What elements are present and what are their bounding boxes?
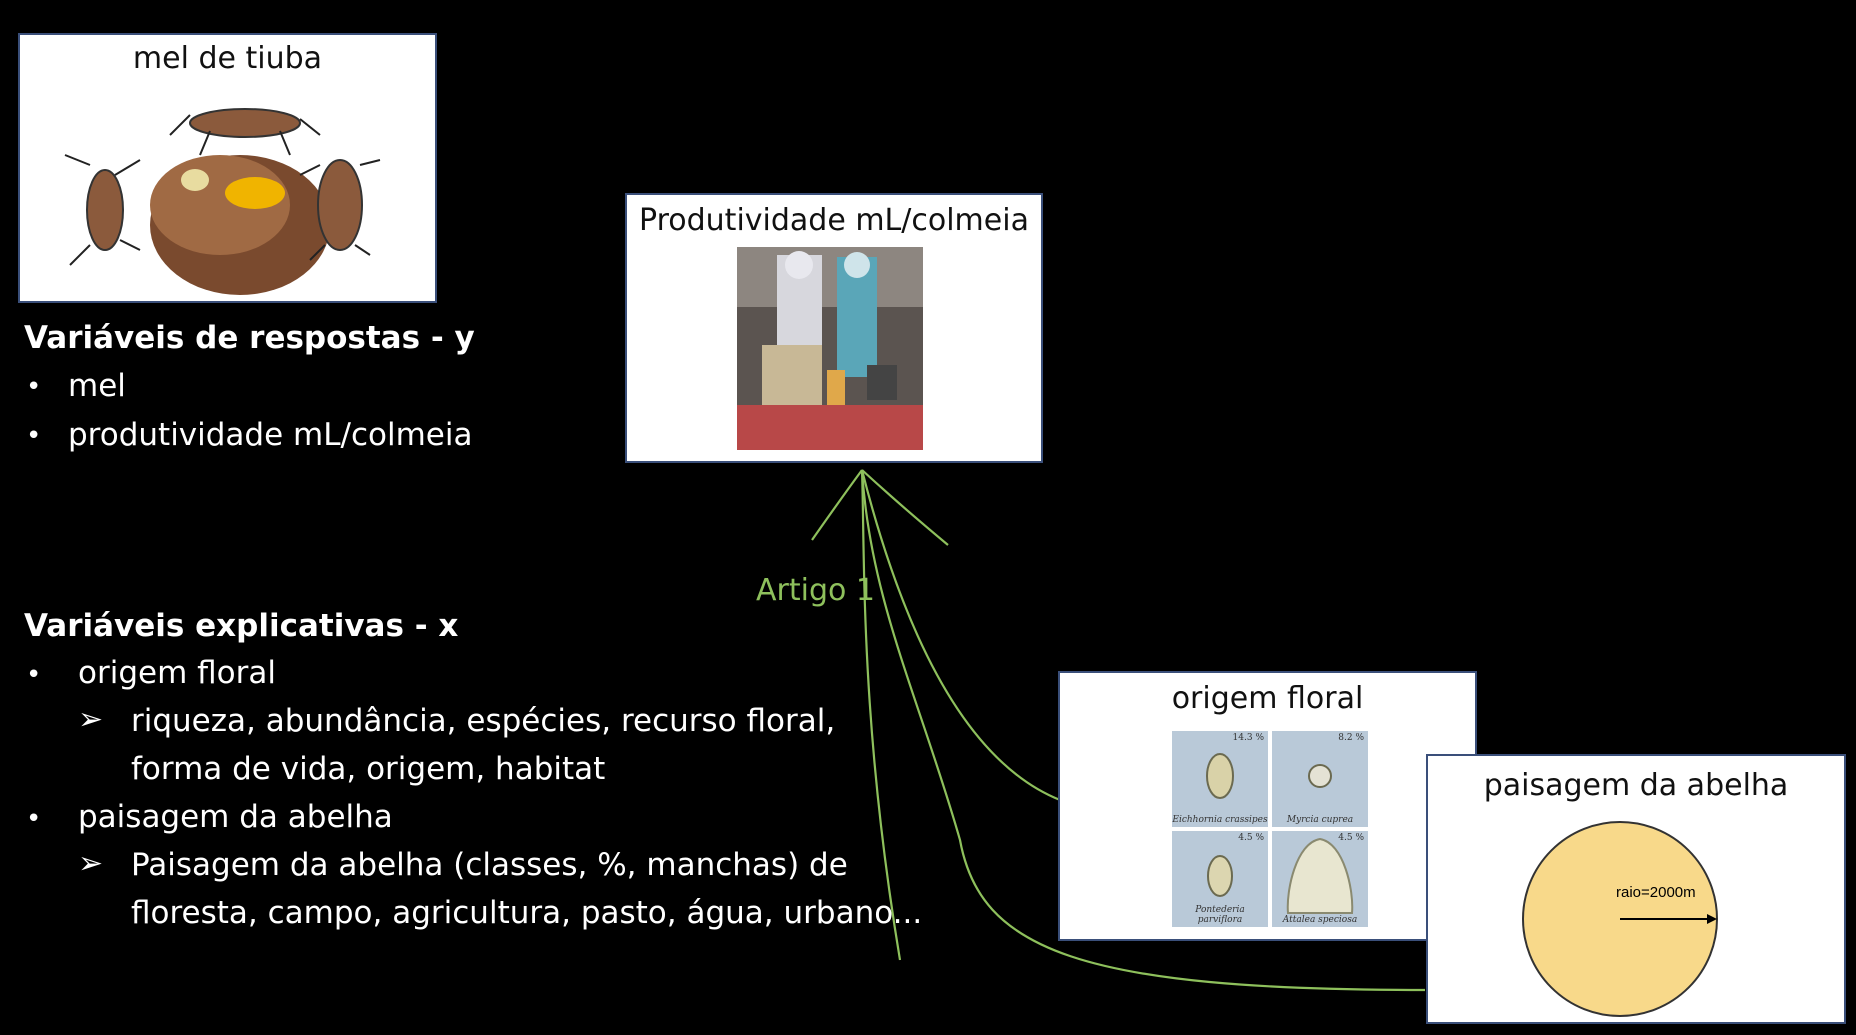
connector-mid [862, 470, 900, 960]
origem-sub-line2: forma de vida, origem, habitat [131, 751, 605, 787]
card-origem-floral: origem floral 14.3 % Eichhornia crassipe… [1058, 671, 1477, 941]
arrow-bullet-icon: ➢ [78, 702, 103, 737]
arrow-head-right [862, 470, 948, 545]
card-paisagem: paisagem da abelha raio=2000m [1426, 754, 1846, 1024]
explicativas-item-origem: origem floral [78, 655, 276, 691]
paisagem-sub-line2: floresta, campo, agricultura, pasto, águ… [131, 895, 922, 931]
pollen-cell: 4.5 % Pontederia parviflora [1172, 831, 1268, 927]
pollen-cell: 8.2 % Myrcia cuprea [1272, 731, 1368, 827]
arrow-head-left [812, 470, 862, 540]
pollen-cell: 4.5 % Attalea speciosa [1272, 831, 1368, 927]
bullet-icon: • [26, 804, 41, 834]
respostas-item-produtividade: produtividade mL/colmeia [68, 417, 472, 453]
connector-to-origem [862, 470, 1060, 800]
pollen-grid: 14.3 % Eichhornia crassipes 8.2 % Myrcia… [1172, 731, 1368, 927]
card-origem-title: origem floral [1060, 681, 1475, 716]
paisagem-sub-line1: Paisagem da abelha (classes, %, manchas)… [131, 847, 848, 883]
card-produtividade: Produtividade mL/colmeia [625, 193, 1043, 463]
bullet-icon: • [26, 660, 41, 690]
connector-label: Artigo 1 [756, 573, 875, 608]
radius-label: raio=2000m [1616, 884, 1696, 901]
lab-photo [627, 195, 1045, 465]
explicativas-heading: Variáveis explicativas - x [24, 608, 458, 644]
bullet-icon: • [26, 372, 41, 402]
origem-sub-line1: riqueza, abundância, espécies, recurso f… [131, 703, 835, 739]
respostas-item-mel: mel [68, 368, 126, 404]
arrow-bullet-icon: ➢ [78, 846, 103, 881]
bullet-icon: • [26, 421, 41, 451]
card-mel-de-tiuba: mel de tiuba [18, 33, 437, 303]
pollen-cell: 14.3 % Eichhornia crassipes [1172, 731, 1268, 827]
explicativas-item-paisagem: paisagem da abelha [78, 799, 393, 835]
bee-nest-illustration [20, 35, 439, 305]
respostas-heading: Variáveis de respostas - y [24, 320, 475, 356]
